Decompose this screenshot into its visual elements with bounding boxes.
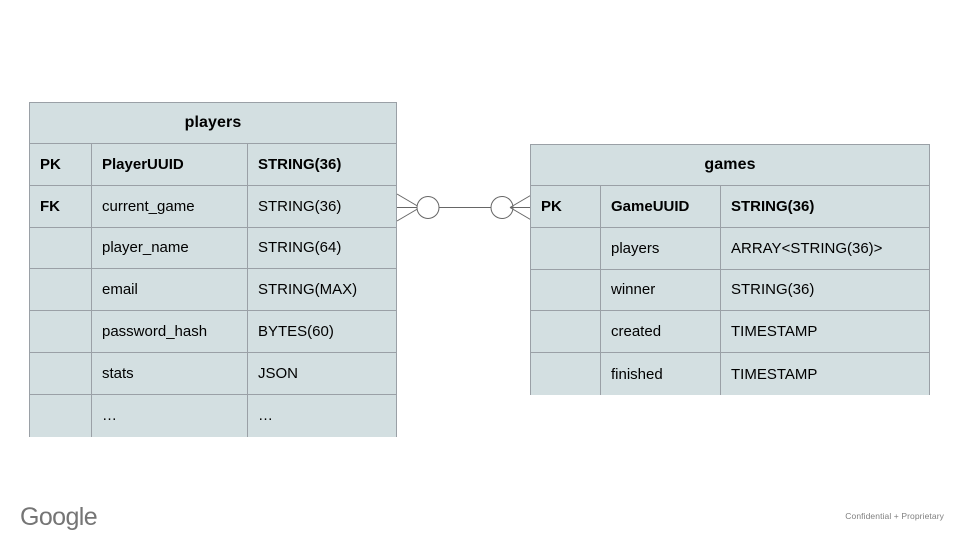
table-row: PK GameUUID STRING(36): [531, 186, 929, 228]
column-data-type: STRING(36): [731, 281, 815, 299]
table-row: password_hash BYTES(60): [30, 311, 396, 353]
column-key: [30, 352, 92, 394]
column-data-type: STRING(36): [258, 197, 342, 215]
column-key: [531, 269, 601, 311]
column-key: FK: [30, 185, 92, 227]
column-key: [531, 311, 601, 353]
column-data-type: TIMESTAMP: [731, 323, 818, 341]
table-row: FK current_game STRING(36): [30, 185, 396, 228]
relationship-svg: [396, 193, 534, 222]
table-row: PK PlayerUUID STRING(36): [30, 144, 396, 186]
column-key: PK: [531, 186, 601, 227]
column-key: [30, 394, 92, 437]
entity-table-players[interactable]: players PK PlayerUUID STRING(36) FK curr…: [29, 102, 397, 437]
cardinality-zero-circle-left-icon: [416, 196, 440, 219]
crows-foot-right-icon: [509, 193, 534, 222]
column-field-name: created: [601, 311, 721, 353]
entity-table-games[interactable]: games PK GameUUID STRING(36) players ARR…: [530, 144, 930, 395]
google-logo: Google: [20, 502, 98, 531]
entity-title-row-games: games: [531, 145, 929, 186]
crows-foot-left-icon: [396, 193, 421, 222]
column-data-type: BYTES(60): [258, 323, 334, 341]
entity-title-games: games: [704, 156, 756, 173]
column-data-type: STRING(36): [731, 197, 815, 215]
column-field-name: PlayerUUID: [92, 144, 248, 185]
column-field-name: stats: [92, 352, 248, 394]
relationship-connector[interactable]: [390, 180, 540, 235]
column-field-name: current_game: [92, 185, 248, 227]
column-key: [531, 353, 601, 395]
column-field-name: …: [92, 394, 248, 437]
column-field-name: players: [601, 227, 721, 269]
column-data-type: STRING(MAX): [258, 281, 358, 299]
column-key: [531, 227, 601, 269]
cardinality-zero-circle-right-icon: [490, 196, 514, 219]
column-field-name: password_hash: [92, 311, 248, 352]
table-row: players ARRAY<STRING(36)>: [531, 227, 929, 270]
column-data-type: TIMESTAMP: [731, 365, 818, 383]
column-data-type: STRING(36): [258, 155, 342, 173]
table-row: stats JSON: [30, 352, 396, 395]
column-field-name: finished: [601, 353, 721, 395]
confidentiality-note: Confidential + Proprietary: [845, 511, 944, 521]
entity-title-players: players: [184, 114, 242, 131]
entity-title-row-players: players: [30, 103, 396, 144]
column-key: [30, 311, 92, 352]
column-field-name: email: [92, 269, 248, 311]
column-field-name: player_name: [92, 227, 248, 269]
column-key: PK: [30, 144, 92, 185]
table-row: player_name STRING(64): [30, 227, 396, 270]
column-data-type: STRING(64): [258, 239, 342, 257]
column-field-name: GameUUID: [601, 186, 721, 227]
column-data-type: ARRAY<STRING(36)>: [731, 239, 883, 257]
column-data-type: JSON: [258, 364, 299, 382]
column-key: [30, 269, 92, 311]
table-row: created TIMESTAMP: [531, 311, 929, 354]
table-row: winner STRING(36): [531, 269, 929, 312]
table-row: finished TIMESTAMP: [531, 353, 929, 395]
column-key: [30, 227, 92, 269]
column-data-type: …: [258, 407, 273, 425]
column-field-name: winner: [601, 269, 721, 311]
table-row: … …: [30, 394, 396, 437]
table-row: email STRING(MAX): [30, 269, 396, 312]
google-wordmark: Google: [20, 502, 98, 531]
